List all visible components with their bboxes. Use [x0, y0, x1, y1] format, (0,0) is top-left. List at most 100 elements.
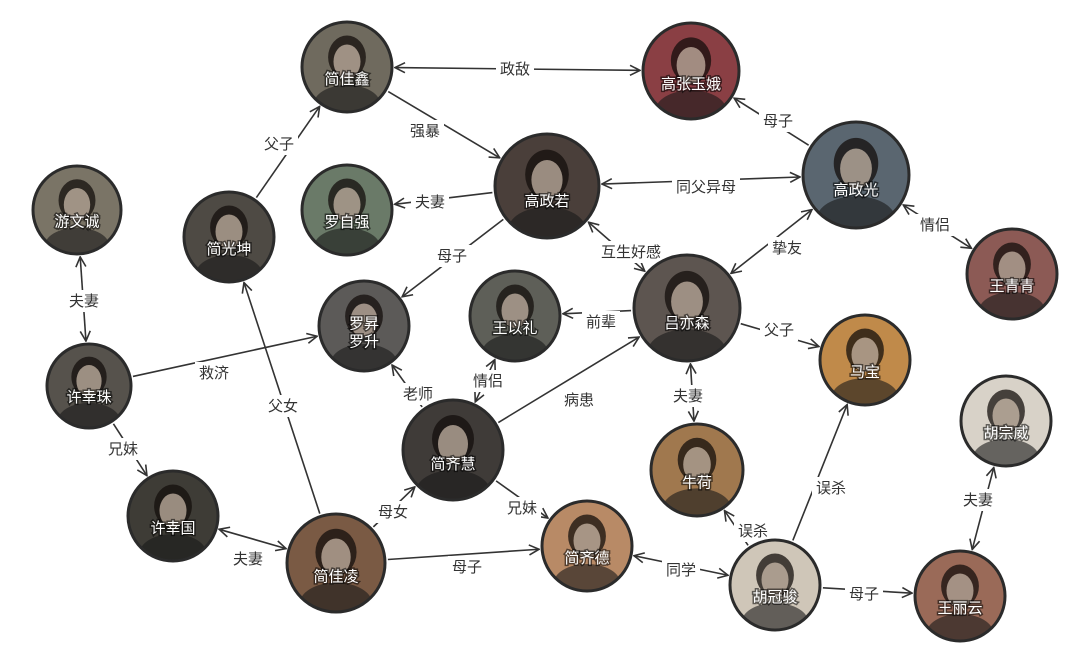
edge-label: 夫妻 — [963, 491, 993, 509]
edge-label: 夫妻 — [415, 193, 445, 211]
edge-jianjiaxin-gaozhangyu: 政敌 — [395, 58, 640, 80]
edge-xuxingzhu-luoshengluosheng: 救济 — [132, 336, 317, 384]
person-node-huzongwei[interactable]: 胡宗威 — [959, 374, 1053, 480]
edge-label-bg — [496, 58, 534, 80]
person-node-wangyili[interactable]: 王以礼 — [468, 269, 562, 375]
edge-label: 同父异母 — [676, 178, 736, 196]
avatar-border — [632, 253, 742, 363]
edge-label-bg — [406, 120, 444, 142]
edge-label-bg — [760, 319, 798, 341]
person-node-jianqihui[interactable]: 简齐慧 — [401, 398, 505, 515]
avatar — [403, 400, 503, 500]
edge-label-bg — [662, 559, 700, 581]
person-node-wangqingqing[interactable]: 王青青 — [965, 227, 1059, 333]
person-name: 简佳凌 — [313, 568, 358, 586]
avatar — [967, 229, 1057, 319]
person-node-luyisen[interactable]: 吕亦森 — [632, 253, 742, 377]
edge-label-bg — [469, 370, 507, 392]
avatar — [287, 514, 385, 612]
person-node-niuhe[interactable]: 牛荷 — [649, 422, 745, 530]
person-node-luoziqiang[interactable]: 罗自强 — [300, 163, 394, 269]
edge-label: 母女 — [378, 503, 408, 521]
edge-gaozhengguang-gaozhangyu: 母子 — [734, 98, 810, 146]
person-node-mabao[interactable]: 马宝 — [818, 313, 912, 419]
edge-label: 情侣 — [920, 216, 950, 234]
edge-label-bg — [195, 362, 233, 384]
avatar-border — [182, 190, 276, 284]
person-name: 王以礼 — [492, 319, 537, 337]
edge-jianjialing-jianguangkun: 父女 — [244, 283, 321, 514]
person-node-youwencheng[interactable]: 游文诚 — [31, 164, 123, 267]
edge-gaozhengruo-luoshengluosheng: 母子 — [402, 218, 504, 296]
edge-jianqihui-luyisen: 病患 — [497, 337, 639, 424]
edge-line — [387, 549, 539, 561]
person-name: 罗自强 — [324, 213, 369, 231]
person-node-jianjialing[interactable]: 简佳凌 — [285, 512, 387, 627]
person-node-jianqide[interactable]: 简齐德 — [540, 499, 634, 605]
edge-label: 挚友 — [772, 239, 802, 257]
person-name: 简光坤 — [206, 240, 251, 258]
edge-label-bg — [812, 477, 850, 499]
avatar-border — [649, 422, 745, 518]
edge-label: 情侣 — [473, 372, 503, 390]
avatar-border — [801, 120, 911, 230]
edge-label: 父女 — [268, 397, 298, 415]
edge-label-bg — [759, 110, 797, 132]
avatar — [730, 540, 820, 630]
edge-label: 同学 — [666, 561, 696, 579]
edge-label-bg — [264, 395, 302, 417]
avatar-border — [641, 21, 741, 121]
edge-luyisen-gaozhengguang: 挚友 — [731, 210, 812, 274]
person-name: 王青青 — [989, 277, 1034, 295]
avatar — [634, 255, 740, 361]
person-name: 王丽云 — [937, 599, 982, 617]
edge-label: 兄妹 — [507, 499, 537, 517]
avatar — [319, 281, 409, 371]
person-node-gaozhengruo[interactable]: 高政若 — [493, 132, 601, 254]
edge-label-bg — [260, 133, 298, 155]
edge-label-bg — [582, 311, 620, 333]
edge-huguanjun-mabao: 误杀 — [792, 405, 850, 541]
edge-jianqihui-jianqide: 兄妹 — [495, 480, 548, 519]
avatar-border — [913, 549, 1007, 643]
avatar-border — [300, 163, 394, 257]
avatar-border — [728, 538, 822, 632]
edge-label-bg — [669, 385, 707, 407]
person-node-jianjiaxin[interactable]: 简佳鑫 — [300, 20, 394, 126]
avatar — [961, 376, 1051, 466]
avatar — [302, 165, 392, 255]
edge-label: 母子 — [763, 112, 793, 130]
person-name: 许幸国 — [150, 519, 195, 537]
edge-jianqihui-wangyili: 情侣 — [469, 360, 507, 402]
avatar — [651, 424, 743, 516]
edge-label: 互生好感 — [601, 243, 661, 261]
avatar-border — [45, 342, 133, 430]
edge-line — [132, 336, 317, 378]
person-node-gaozhangyu[interactable]: 高张玉娥 — [641, 21, 741, 133]
person-node-wangliyun[interactable]: 王丽云 — [913, 549, 1007, 655]
person-node-gaozhengguang[interactable]: 高政光 — [801, 120, 911, 244]
edge-label-bg — [845, 583, 883, 605]
edge-jianjialing-jianqihui: 母女 — [372, 487, 414, 528]
person-name: 简齐德 — [564, 549, 609, 567]
avatar — [820, 315, 910, 405]
edge-label-bg — [104, 438, 142, 460]
person-name: 罗升 — [349, 332, 379, 350]
person-node-xuxingguo[interactable]: 许幸国 — [126, 469, 220, 575]
edge-jianjialing-jianqide: 母子 — [387, 549, 539, 578]
edge-gaozhengruo-gaozhengguang: 同父异母 — [602, 176, 800, 198]
edges-layer: 政敌父子强暴母子同父异母夫妻母子互生好感情侣挚友夫妻救济前辈父子老师情侣病患夫妻… — [65, 58, 997, 605]
edge-label-bg — [959, 489, 997, 511]
person-name: 牛荷 — [682, 473, 712, 491]
edge-xuxingzhu-xuxingguo: 兄妹 — [104, 423, 147, 476]
person-node-huguanjun[interactable]: 胡冠骏 — [728, 538, 822, 644]
edge-label: 父子 — [264, 135, 294, 153]
avatar — [915, 551, 1005, 641]
edge-label-bg — [448, 556, 486, 578]
edge-line — [792, 405, 847, 541]
person-node-jianguangkun[interactable]: 简光坤 — [182, 190, 276, 296]
edge-wangqingqing-gaozhengguang: 情侣 — [903, 205, 971, 248]
edge-label: 兄妹 — [108, 440, 138, 458]
person-node-xuxingzhu[interactable]: 许幸珠 — [45, 342, 133, 441]
